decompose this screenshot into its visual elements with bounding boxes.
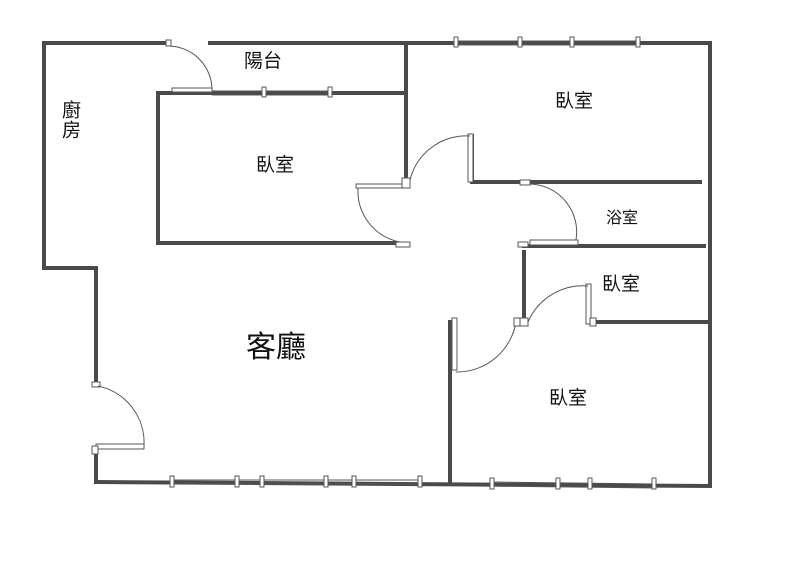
doors — [91, 39, 597, 455]
walls — [42, 41, 713, 489]
room-label-bathroom: 浴室 — [606, 208, 639, 227]
room-label-bedroom-upper-left: 臥室 — [256, 154, 295, 176]
room-label-bedroom-upper-right: 臥室 — [555, 90, 594, 112]
room-label-kitchen: 廚房 — [59, 100, 81, 140]
room-label-living-room: 客廳 — [246, 330, 306, 365]
room-label-bedroom-small: 臥室 — [602, 273, 641, 295]
room-label-bedroom-lower-right: 臥室 — [549, 387, 588, 409]
windows — [169, 36, 657, 490]
room-label-balcony: 陽台 — [244, 50, 283, 72]
